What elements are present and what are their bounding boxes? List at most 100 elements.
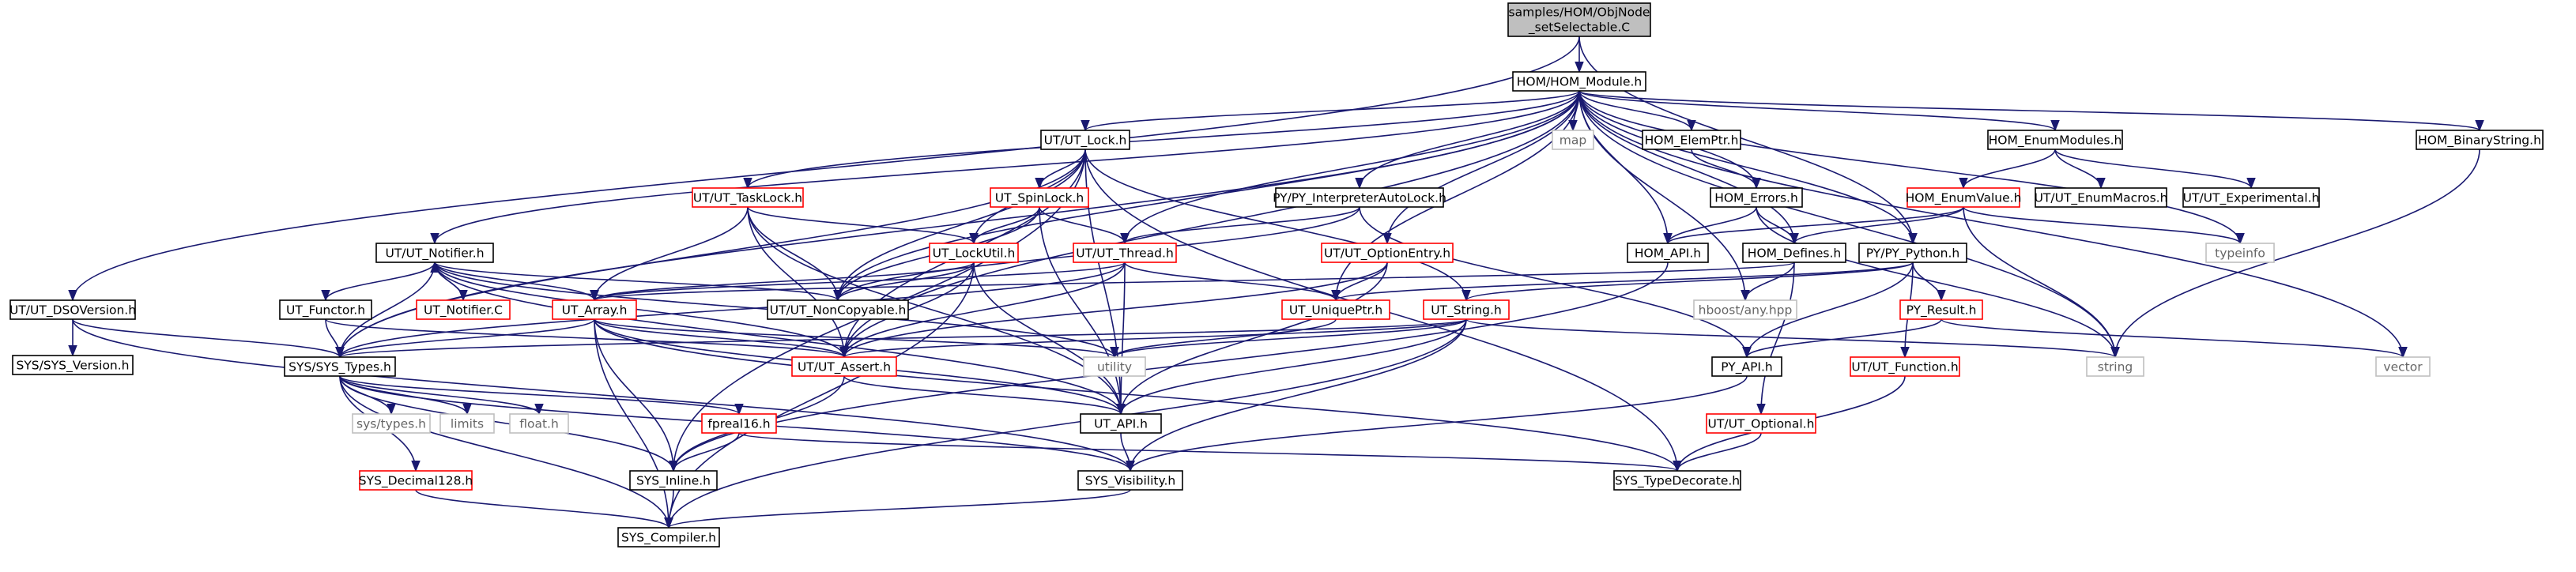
node-sys-decimal128[interactable]: SYS_Decimal128.h — [359, 470, 473, 491]
node-ut-assert[interactable]: UT/UT_Assert.h — [791, 356, 897, 377]
edge-hom_module-to-hom_enummodules — [1578, 90, 2060, 132]
node-box — [1711, 356, 1782, 377]
node-box — [416, 299, 511, 320]
node-fpreal16[interactable]: fpreal16.h — [701, 413, 777, 434]
node-hom-enumvalue[interactable]: HOM_EnumValue.h — [1906, 187, 2022, 208]
node-ut-functor[interactable]: UT_Functor.h — [279, 299, 372, 320]
node-sys-visibility[interactable]: SYS_Visibility.h — [1077, 470, 1183, 491]
node-ut-function[interactable]: UT/UT_Function.h — [1850, 356, 1960, 377]
node-hom-enummodules[interactable]: HOM_EnumModules.h — [1987, 130, 2123, 150]
node-label: PY/PY_Python.h — [1866, 246, 1959, 262]
node-ut-uniqueptr[interactable]: UT_UniquePtr.h — [1281, 299, 1390, 320]
node-py-api[interactable]: PY_API.h — [1711, 356, 1782, 377]
edge-ut_notifier-to-ut_api — [434, 262, 1126, 416]
edge-ut_spinlock-to-ut_lockutil — [969, 206, 1040, 245]
node-py-interp[interactable]: PY/PY_InterpreterAutoLock.h — [1273, 187, 1446, 208]
edge-py_python-to-ut_string — [1461, 262, 1914, 302]
node-box — [1321, 243, 1454, 263]
node-box — [439, 413, 495, 434]
node-box — [629, 470, 718, 491]
node-hom-errors[interactable]: HOM_Errors.h — [1710, 187, 1803, 208]
edge-hom_binarystring-to-string — [2110, 149, 2480, 359]
node-ut-array[interactable]: UT_Array.h — [552, 299, 637, 320]
node-ut-experimental[interactable]: UT/UT_Experimental.h — [2182, 187, 2320, 208]
edge-hom_enummodules-to-hom_enumvalue — [1959, 149, 2056, 190]
edge-ut_thread-to-sys_types — [335, 262, 1126, 359]
node-hboost-any[interactable]: hboost/any.hpp — [1693, 299, 1797, 320]
node-hom-binarystring[interactable]: HOM_BinaryString.h — [2416, 130, 2544, 150]
node-utility[interactable]: utility — [1083, 356, 1146, 377]
node-label: PY_Result.h — [1907, 303, 1977, 318]
node-ut-thread[interactable]: UT/UT_Thread.h — [1073, 243, 1177, 263]
edge-hom_module-to-ut_lock — [1081, 90, 1580, 132]
node-label: PY/PY_InterpreterAutoLock.h — [1273, 191, 1446, 206]
node-ut-enummacros[interactable]: UT/UT_EnumMacros.h — [2035, 187, 2168, 208]
node-py-python[interactable]: PY/PY_Python.h — [1858, 243, 1967, 263]
node-sys-typedecorate[interactable]: SYS_TypeDecorate.h — [1613, 470, 1741, 491]
node-label: HOM_API.h — [1635, 246, 1701, 262]
node-ut-notifier-c[interactable]: UT_Notifier.C — [416, 299, 511, 320]
node-hom-api[interactable]: HOM_API.h — [1627, 243, 1709, 263]
node-ut-dsoversion[interactable]: UT/UT_DSOVersion.h — [9, 299, 136, 320]
node-ut-notifier[interactable]: UT/UT_Notifier.h — [375, 243, 494, 263]
node-box — [2205, 243, 2275, 263]
edge-ut_lockutil-to-ut_api — [973, 262, 1126, 416]
node-hom-module[interactable]: HOM/HOM_Module.h — [1512, 71, 1646, 92]
edge-hom_defines-to-ut_optional — [1756, 262, 1795, 416]
edge-ut_thread-to-ut_array — [590, 262, 1126, 302]
node-typeinfo[interactable]: typeinfo — [2205, 243, 2275, 263]
node-box — [279, 299, 372, 320]
node-label: UT_Notifier.C — [424, 303, 503, 318]
node-box — [2375, 356, 2431, 377]
node-ut-lockutil[interactable]: UT_LockUtil.h — [929, 243, 1019, 263]
edge-hom_module-to-ut_thread — [1120, 90, 1580, 245]
node-float-h[interactable]: float.h — [509, 413, 569, 434]
edge-ut_tasklock-to-ut_lockutil — [747, 206, 979, 245]
node-label: HOM_BinaryString.h — [2418, 134, 2541, 149]
node-ut-lock[interactable]: UT/UT_Lock.h — [1040, 130, 1130, 150]
edge-hom_module-to-typeinfo — [1578, 90, 2245, 245]
node-string[interactable]: string — [2086, 356, 2144, 377]
node-box — [2416, 130, 2544, 150]
edge-ut_array-to-sys_types — [335, 318, 595, 359]
node-sys-version[interactable]: SYS/SYS_Version.h — [12, 355, 134, 375]
node-py-result[interactable]: PY_Result.h — [1899, 299, 1983, 320]
node-label: limits — [451, 417, 484, 431]
edge-py_result-to-py_api — [1742, 318, 1942, 359]
node-label: HOM_Defines.h — [1748, 246, 1841, 262]
node-limits[interactable]: limits — [439, 413, 495, 434]
node-hom-defines[interactable]: HOM_Defines.h — [1742, 243, 1846, 263]
node-box — [1858, 243, 1967, 263]
node-ut-optionentry[interactable]: UT/UT_OptionEntry.h — [1321, 243, 1454, 263]
node-ut-tasklock[interactable]: UT/UT_TaskLock.h — [692, 187, 804, 208]
node-hom-elemptr[interactable]: HOM_ElemPtr.h — [1642, 130, 1741, 150]
node-label: UT_Functor.h — [286, 303, 365, 318]
edge-ut_tasklock-to-ut_noncopyable — [747, 206, 843, 302]
node-box — [617, 527, 720, 548]
node-sys-inline[interactable]: SYS_Inline.h — [629, 470, 718, 491]
root-node[interactable]: samples/HOM/ObjNode _setSelectable.C — [1507, 2, 1651, 37]
node-ut-spinlock[interactable]: UT_SpinLock.h — [990, 187, 1089, 208]
node-ut-api[interactable]: UT_API.h — [1080, 413, 1162, 434]
edge-ut_functor-to-ut_assert — [325, 318, 849, 359]
node-ut-noncopyable[interactable]: UT/UT_NonCopyable.h — [767, 299, 909, 320]
node-ut-optional[interactable]: UT/UT_Optional.h — [1706, 413, 1816, 434]
node-ut-string[interactable]: UT_String.h — [1423, 299, 1510, 320]
edge-ut_spinlock-to-ut_api — [1039, 206, 1126, 416]
node-vector[interactable]: vector — [2375, 356, 2431, 377]
node-label: UT/UT_TaskLock.h — [693, 191, 802, 206]
node-sys-compiler[interactable]: SYS_Compiler.h — [617, 527, 720, 548]
edge-py_python-to-py_result — [1912, 262, 1946, 302]
node-label: SYS_Inline.h — [636, 474, 711, 489]
node-box — [701, 413, 777, 434]
node-sys-types[interactable]: SYS/SYS_Types.h — [284, 356, 396, 377]
node-sys-types-h[interactable]: sys/types.h — [352, 413, 431, 434]
edge-ut_tasklock-to-ut_array — [590, 206, 749, 302]
edge-py_interp-to-py_api — [1359, 206, 1752, 359]
node-map[interactable]: map — [1552, 130, 1594, 150]
edge-hom_defines-to-hboost_any — [1741, 262, 1795, 302]
edge-hom_enumvalue-to-hom_defines — [1790, 206, 1964, 245]
edge-hom_module-to-ut_optionentry — [1382, 90, 1580, 245]
edge-root-to-ut_dsoversion — [68, 36, 1580, 302]
node-box — [2182, 187, 2320, 208]
